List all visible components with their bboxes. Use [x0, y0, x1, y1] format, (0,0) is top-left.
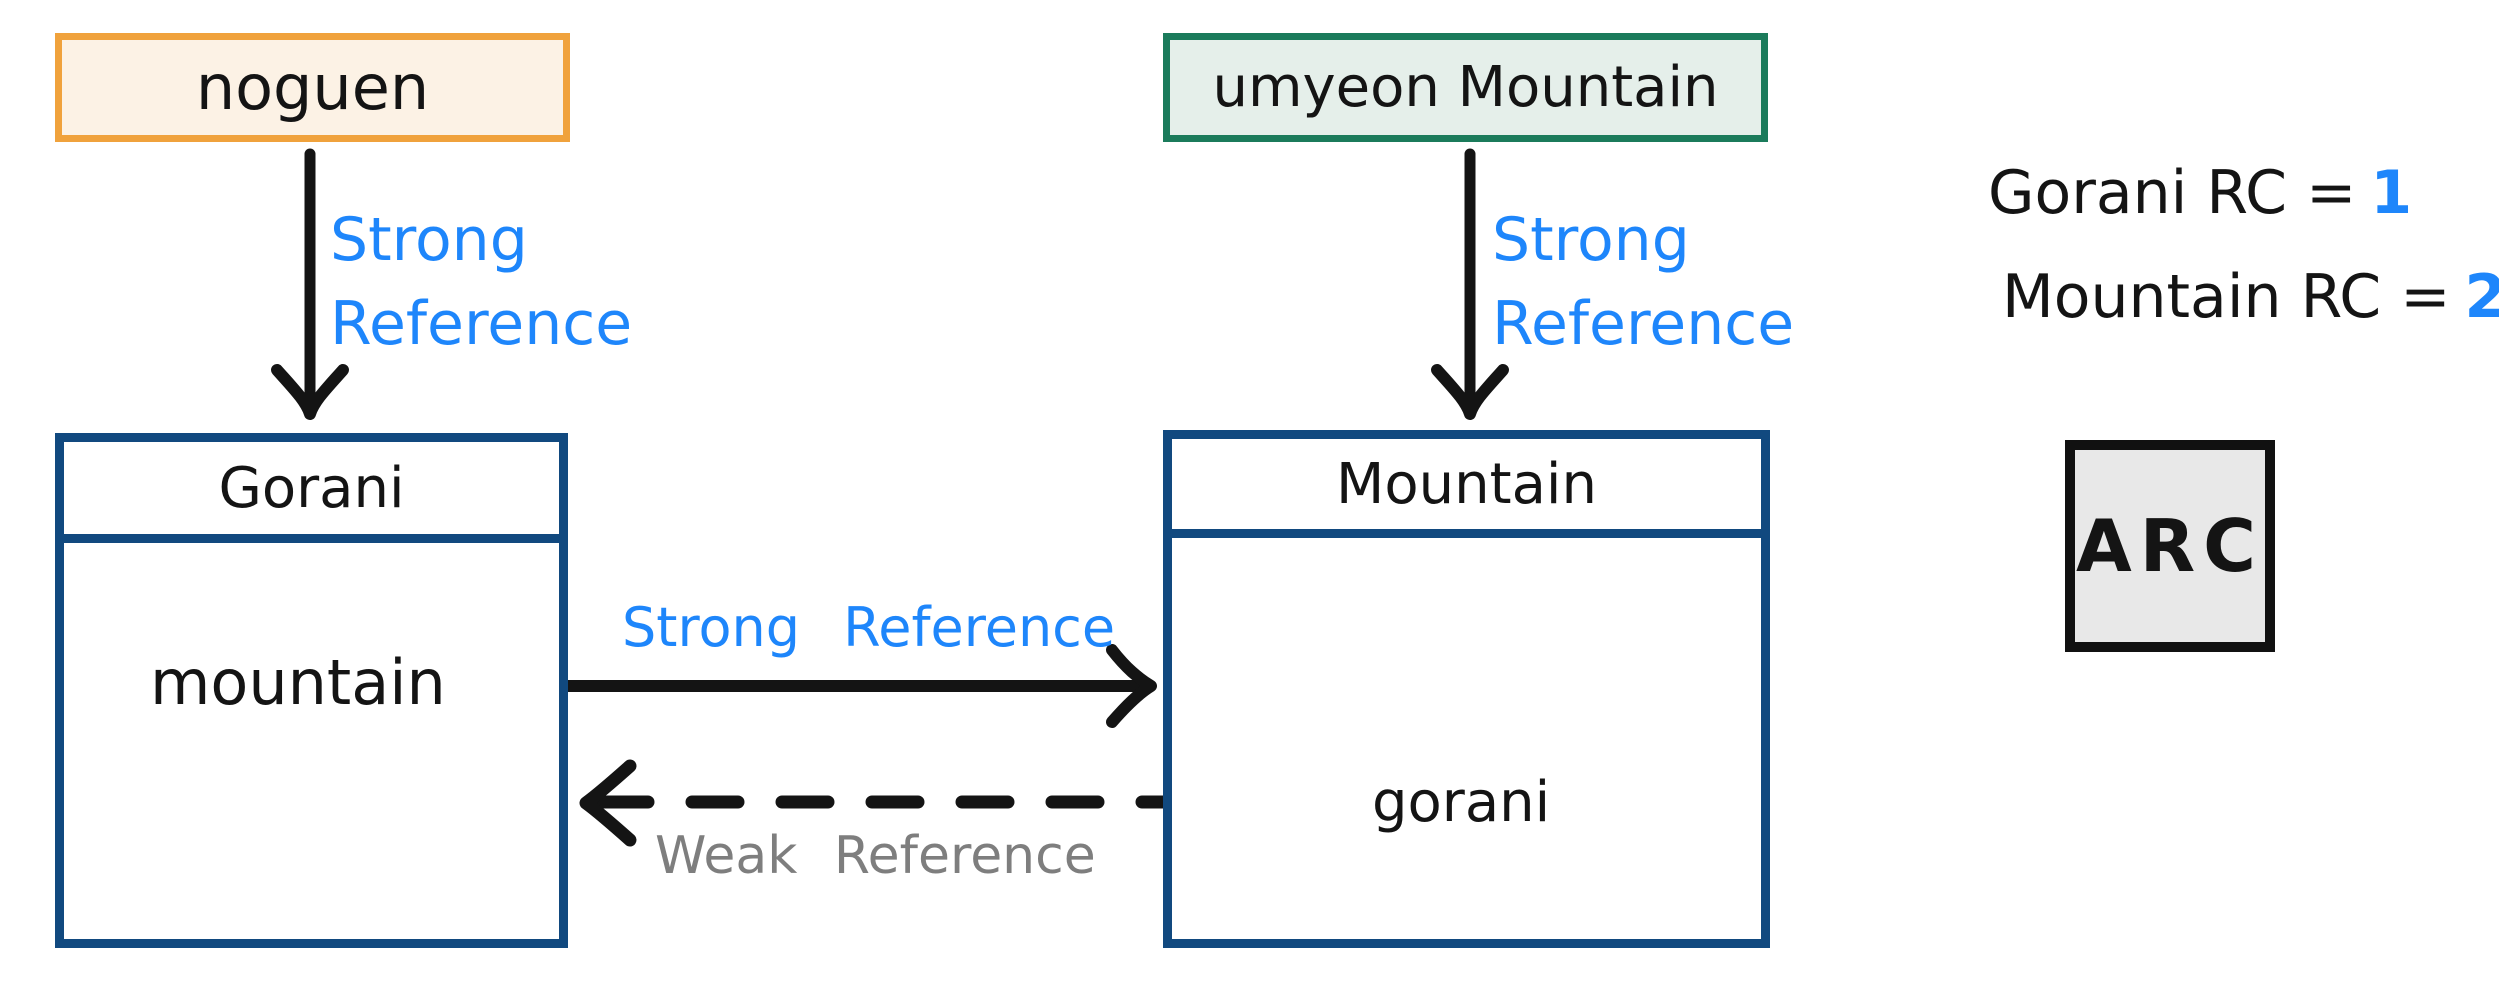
class-box-mountain-header: Mountain — [1172, 439, 1761, 538]
strong-label-line2: Reference — [330, 289, 633, 359]
owner-box-umyeon-label: umyeon Mountain — [1212, 55, 1719, 120]
class-box-gorani-header: Gorani — [64, 442, 559, 543]
mountain-rc-label: Mountain RC = — [2002, 262, 2451, 332]
property-mountain: mountain — [150, 646, 446, 719]
mountain-rc-value: 2 — [2464, 262, 2499, 332]
class-box-gorani-title: Gorani — [218, 455, 405, 521]
gorani-rc-annotation: Gorani RC =1 — [1988, 158, 2412, 228]
gorani-rc-label: Gorani RC = — [1988, 158, 2357, 228]
strong-label-line2: Reference — [1492, 289, 1795, 359]
owner-box-noguen-label: noguen — [195, 51, 430, 124]
gorani-rc-value: 1 — [2370, 158, 2413, 228]
arc-badge: ARC — [2065, 440, 2275, 652]
class-box-gorani: Gorani — [55, 433, 568, 948]
strong-reference-label-left: Strong Reference — [330, 198, 632, 366]
mountain-rc-annotation: Mountain RC =2 — [2002, 262, 2499, 332]
arrow-head-down — [271, 364, 349, 420]
strong-reference-label-horizontal: Strong Reference — [622, 596, 1116, 659]
class-box-mountain-title: Mountain — [1336, 451, 1597, 517]
owner-box-umyeon-mountain: umyeon Mountain — [1163, 33, 1768, 142]
strong-reference-label-right: Strong Reference — [1492, 198, 1794, 366]
owner-box-noguen: noguen — [55, 33, 570, 142]
arrow-strong-mountain-property — [460, 644, 1157, 728]
strong-label-line1: Strong — [330, 205, 528, 275]
arrow-head-left — [579, 759, 637, 847]
arrow-head-right — [1106, 644, 1157, 728]
strong-label-line1: Strong — [1492, 205, 1690, 275]
weak-reference-label: Weak Reference — [655, 826, 1096, 886]
class-box-mountain: Mountain — [1163, 430, 1770, 948]
arc-badge-label: ARC — [2075, 504, 2264, 588]
property-gorani: gorani — [1372, 770, 1551, 835]
arrow-head-down — [1431, 364, 1509, 420]
